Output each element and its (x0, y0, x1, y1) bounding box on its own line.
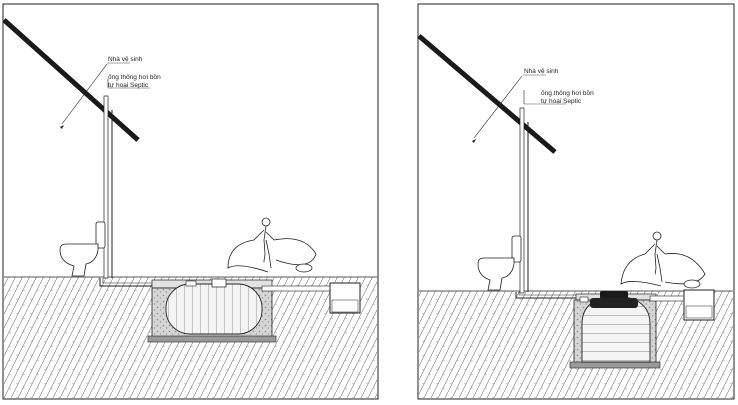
vent-pipe (519, 107, 525, 294)
vent-label-line1: ống thông hơi bồn (541, 88, 594, 97)
drain-pipe (515, 292, 582, 299)
worker-icon (227, 217, 317, 273)
vent-pipe (103, 95, 109, 279)
septic-tank (579, 291, 651, 363)
roof-beam (2, 18, 140, 142)
toilet-label: Nhà vệ sinh (524, 68, 559, 75)
leader-arrow (472, 139, 476, 143)
panel-left: Nhà vệ sinh ống thông hơi bồn tự hoại Se… (2, 3, 379, 400)
roof-beam (417, 34, 557, 154)
leader-arrow (60, 125, 64, 129)
toilet-label-leader (473, 75, 523, 139)
toilet-label: Nhà vệ sinh (108, 56, 143, 63)
vent-label-line2: tự hoại Septic (108, 82, 149, 89)
toilet-icon (477, 235, 522, 291)
vent-label-line2: tự hoại Septic (541, 98, 582, 105)
vent-label-line1: ống thông hơi bồn (108, 72, 161, 81)
panel-right: Nhà vệ sinh ống thông hơi bồn tự hoại Se… (417, 3, 735, 400)
toilet-icon (59, 221, 106, 277)
worker-icon (620, 231, 706, 289)
toilet-label-leader (61, 63, 108, 125)
septic-tank (165, 278, 263, 335)
